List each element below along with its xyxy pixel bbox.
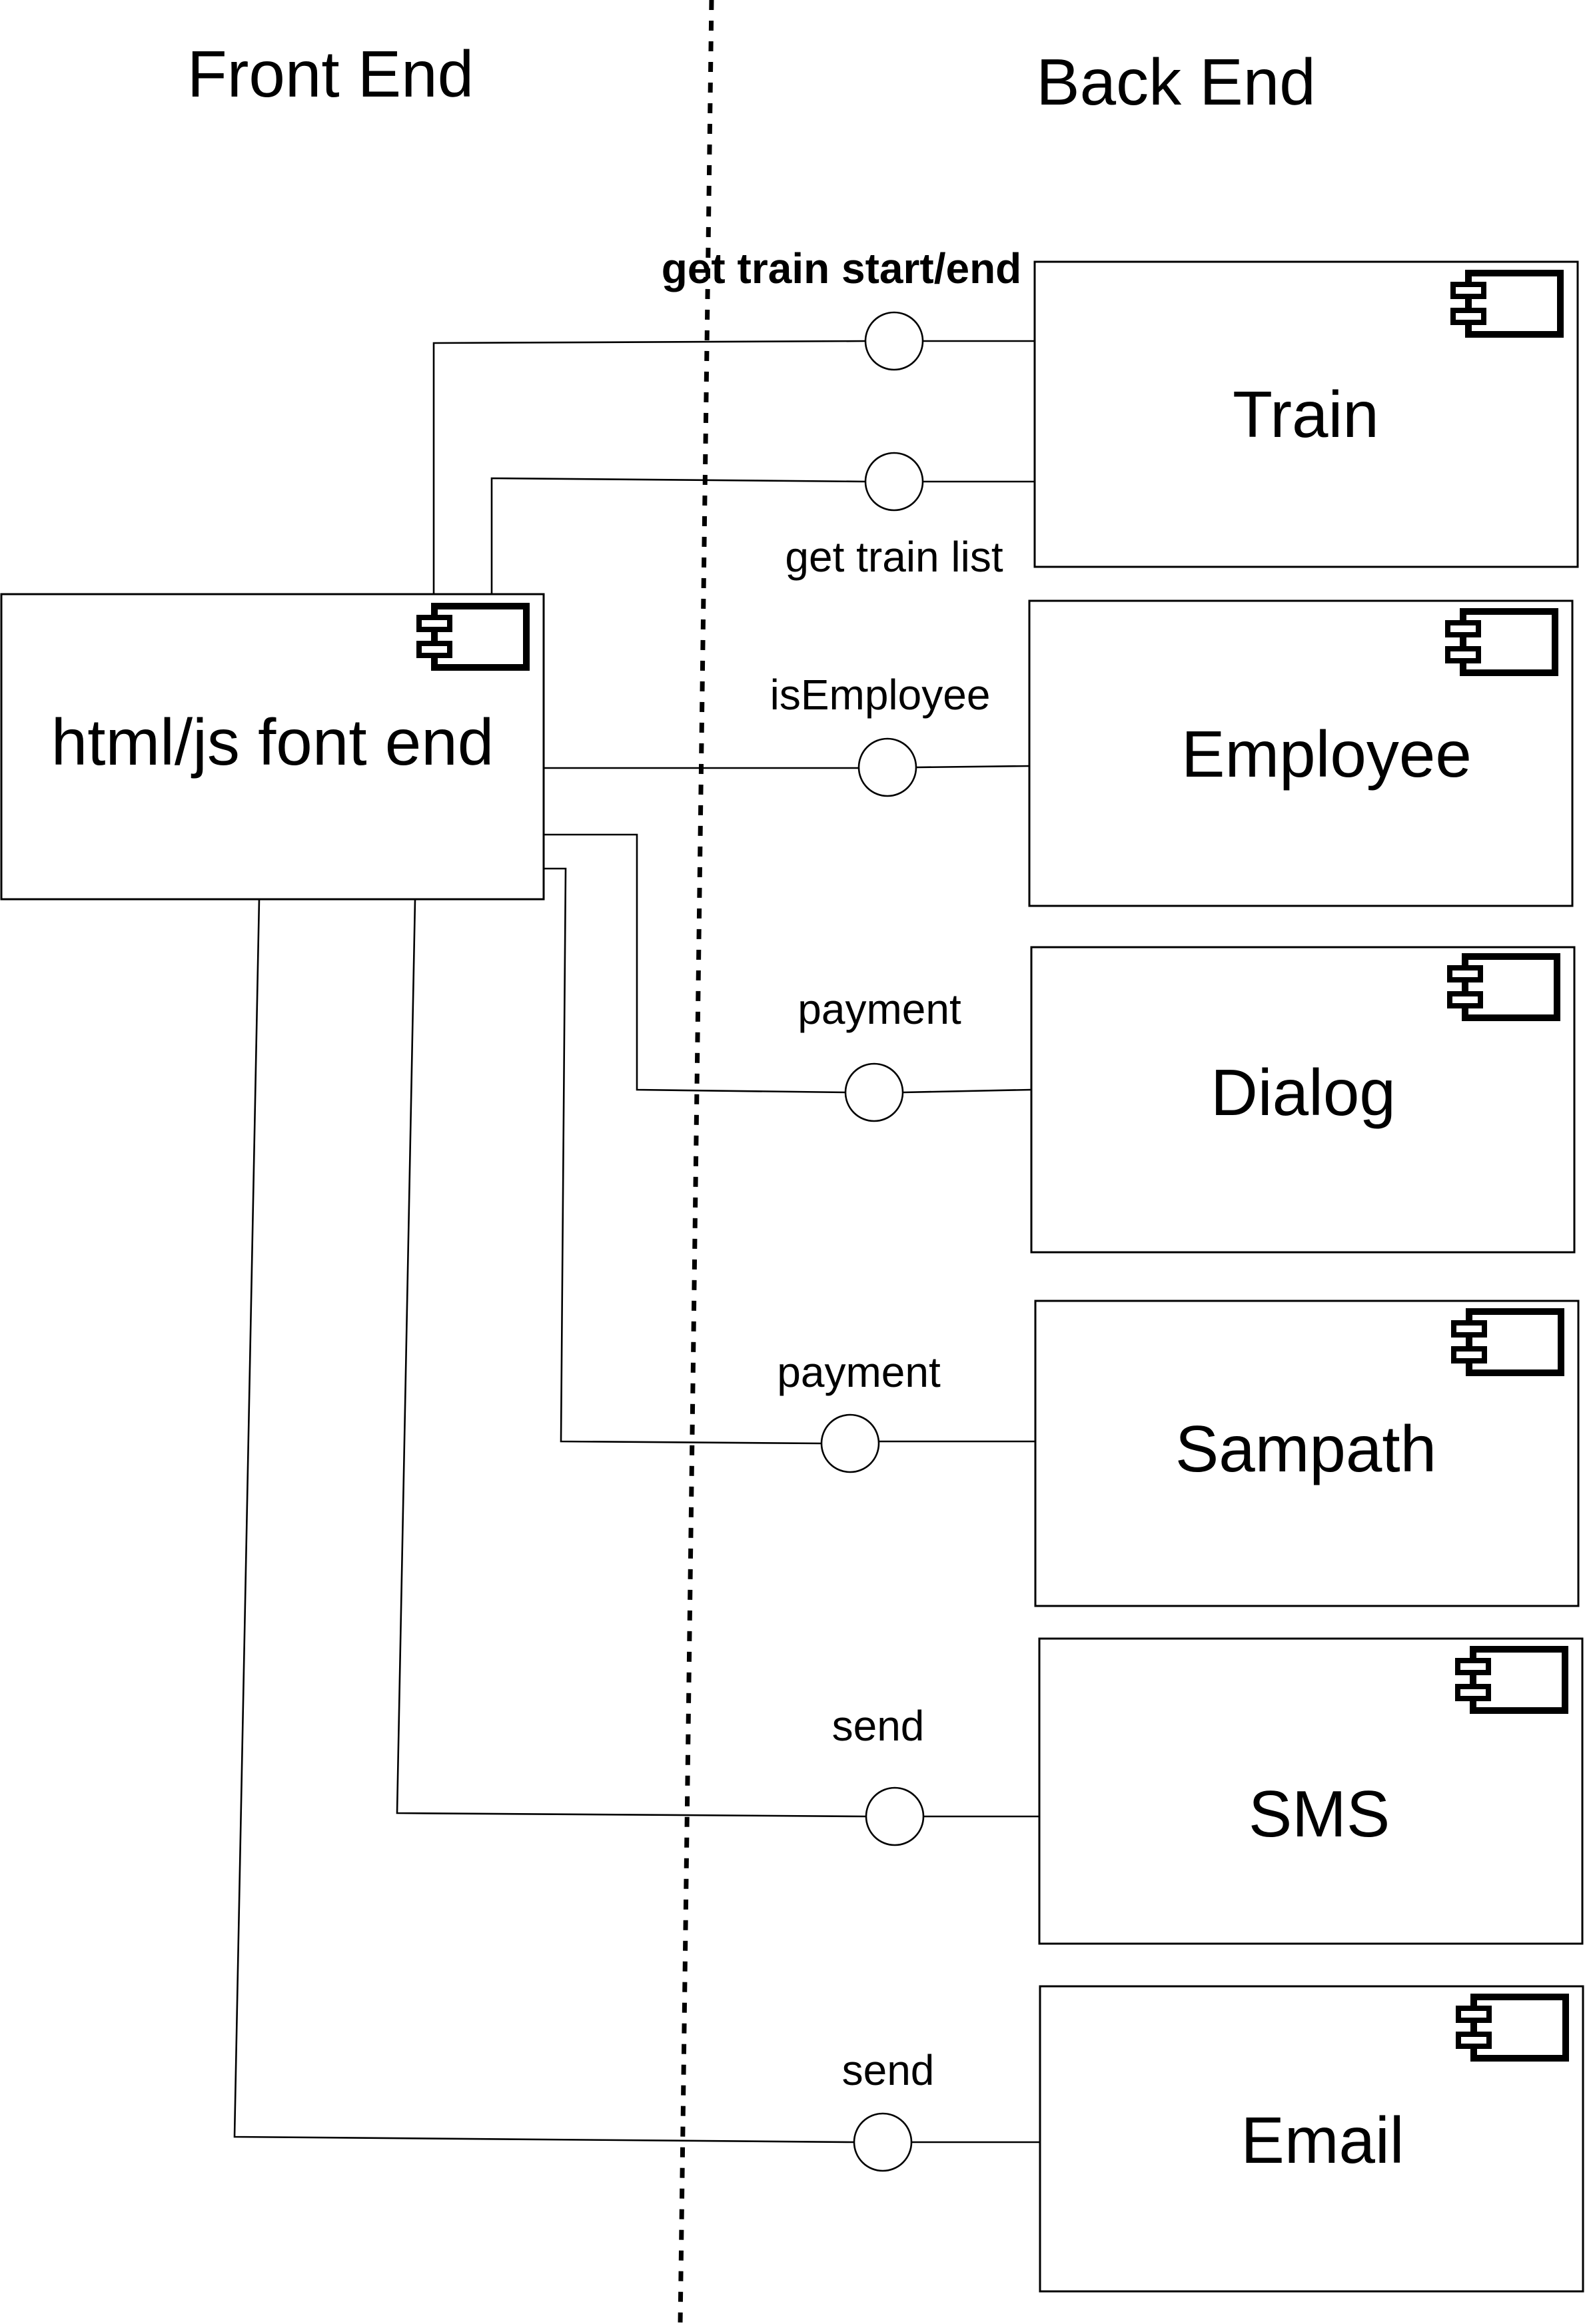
interface-sampath-payment-symbol [820, 1413, 880, 1473]
back-end-heading: Back End [1036, 45, 1315, 119]
wire-get-train-start-end [432, 340, 867, 594]
interface-symbols [820, 311, 925, 2172]
component-icon [1445, 608, 1558, 676]
component-label: Sampath [1175, 1412, 1436, 1485]
stub-employee [915, 765, 1030, 769]
connector-wires [233, 340, 867, 2143]
component-icon [416, 603, 530, 671]
interface-label-dialog-payment: payment [797, 985, 961, 1033]
provider-stubs [879, 340, 1040, 2143]
interface-label-isemployee: isEmployee [770, 671, 991, 719]
interface-dialog-payment-symbol [844, 1062, 904, 1122]
wire-get-train-list [490, 477, 867, 594]
frontend-backend-separator [678, 0, 714, 2324]
component-label: SMS [1249, 1777, 1390, 1850]
interface-sms-send-symbol [865, 1786, 925, 1846]
interface-label-sms-send: send [832, 1702, 925, 1750]
interface-email-send-symbol [853, 2112, 913, 2172]
component-label: Dialog [1211, 1056, 1396, 1129]
interface-get-train-start-end-symbol [864, 311, 924, 371]
component-dialog: Dialog [1030, 946, 1576, 1254]
wire-sampath-payment [544, 867, 823, 1445]
component-icon [1455, 1646, 1568, 1714]
component-html-js-front-end: html/js font end [0, 593, 545, 901]
component-label: Email [1241, 2104, 1404, 2177]
component-label: Train [1233, 378, 1379, 451]
component-icon [1451, 1308, 1564, 1376]
interface-label-get-train-list: get train list [785, 533, 1003, 581]
wire-sms-send [396, 899, 867, 1818]
component-icon [1450, 270, 1564, 338]
component-email: Email [1039, 1985, 1584, 2293]
component-train: Train [1033, 260, 1579, 568]
component-sampath: Sampath [1034, 1300, 1580, 1607]
component-employee: Employee [1028, 599, 1574, 907]
interface-isemployee-symbol [857, 737, 917, 797]
interface-label-email-send: send [842, 2046, 935, 2094]
component-icon [1456, 1994, 1569, 2062]
stub-dialog [902, 1088, 1032, 1094]
interface-label-get-train-start-end: get train start/end [662, 244, 1022, 292]
component-label: html/js font end [51, 705, 494, 779]
component-sms: SMS [1038, 1637, 1584, 1945]
component-label: Employee [1181, 717, 1472, 791]
interface-get-train-list-symbol [864, 452, 924, 512]
interface-label-sampath-payment: payment [777, 1348, 941, 1396]
component-icon [1447, 953, 1560, 1021]
wire-email-send [233, 899, 855, 2143]
front-end-heading: Front End [187, 37, 474, 111]
wire-dialog-payment [544, 833, 847, 1094]
